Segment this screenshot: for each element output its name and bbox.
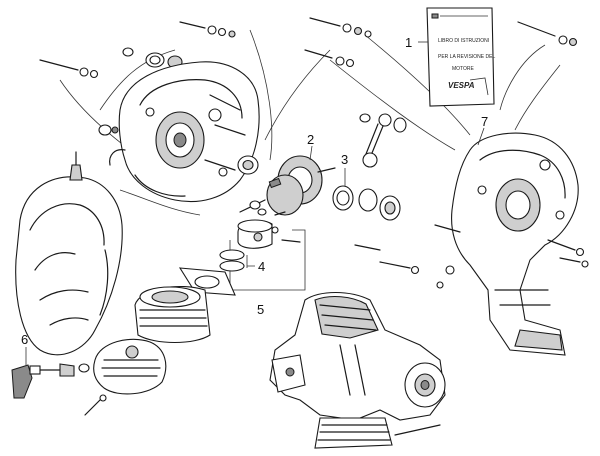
cylinder-head	[93, 338, 167, 395]
manual-brand: VESPA	[448, 81, 475, 90]
piston	[237, 219, 301, 249]
callout-3: 3	[341, 152, 348, 167]
head-bolt	[84, 394, 107, 416]
spark-plug-cap	[11, 363, 90, 399]
callout-5: 5	[257, 302, 264, 317]
right-crankcase-half	[451, 132, 579, 356]
manual-line-2: PER LA REVISIONE DEL	[438, 54, 495, 60]
callout-1: 1	[405, 35, 412, 50]
connecting-rod	[359, 113, 407, 168]
service-manual-booklet: LIBRO DI ISTRUZIONI PER LA REVISIONE DEL…	[426, 7, 495, 107]
callout-leaders	[25, 41, 485, 366]
crankshaft	[239, 155, 336, 216]
assembled-engine	[269, 292, 446, 449]
bolt-group-top	[39, 17, 578, 79]
cylinder	[134, 285, 211, 343]
left-crankcase-half	[109, 61, 260, 203]
callout-2: 2	[307, 132, 314, 147]
callout-7: 7	[481, 114, 488, 129]
callout-4: 4	[258, 259, 265, 274]
manual-line-1: LIBRO DI ISTRUZIONI	[438, 38, 489, 44]
main-bearing-set	[332, 185, 401, 221]
flywheel-cover	[15, 151, 123, 356]
callout-6: 6	[21, 332, 28, 347]
piston-rings	[219, 249, 245, 272]
manual-line-3: MOTORE	[452, 66, 475, 72]
bolt-group-right	[354, 224, 589, 289]
crank-bearing	[237, 155, 259, 175]
